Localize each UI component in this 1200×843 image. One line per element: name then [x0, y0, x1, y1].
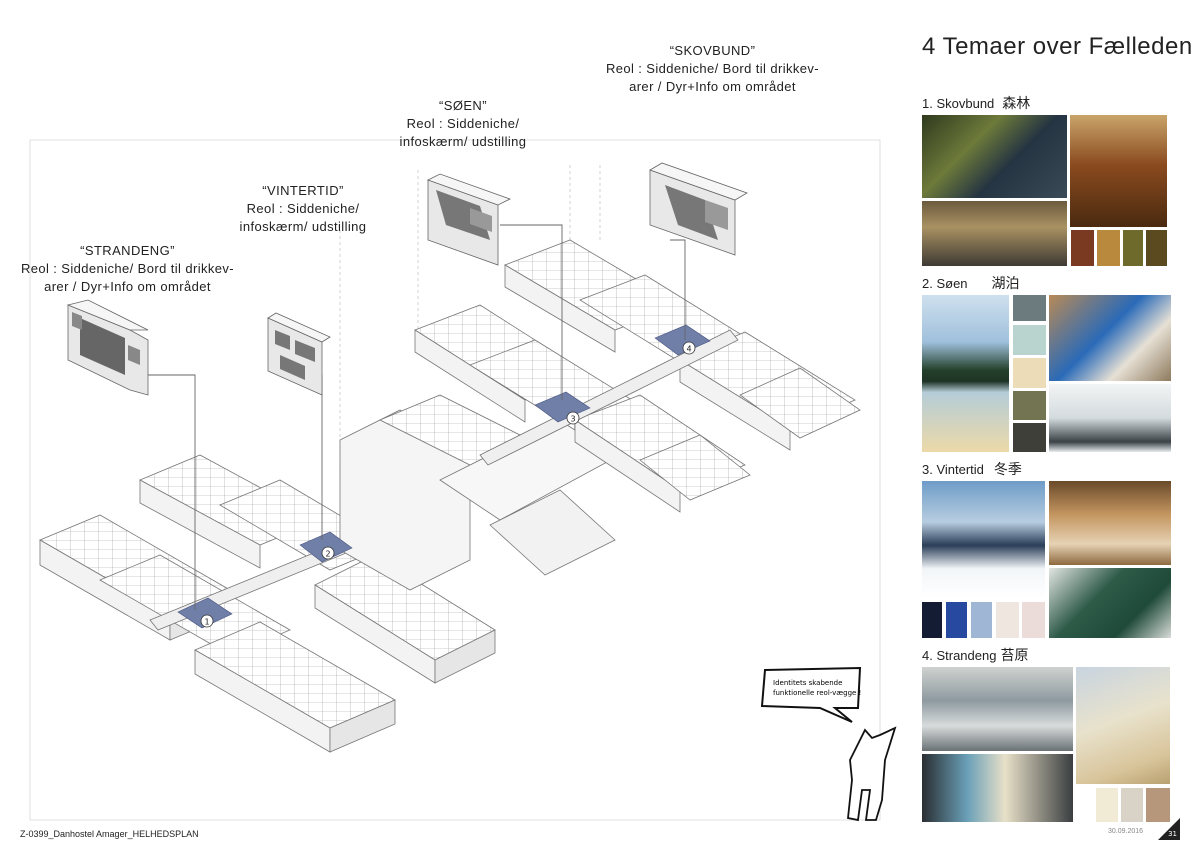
- footer-project-id: Z-0399_Danhostel Amager_HELHEDSPLAN: [20, 829, 199, 839]
- swatch-2-3: [1013, 358, 1046, 388]
- marker-2-label: 2: [325, 550, 330, 559]
- site-outline: [29, 139, 881, 821]
- marker-2: 2: [321, 546, 335, 560]
- theme-2-heading: 2. Søen 湖泊: [922, 273, 1020, 293]
- shelf-wall-strandeng: [66, 299, 149, 396]
- label-strandeng-line1: Reol : Siddeniche/ Bord til drikkev-: [20, 261, 235, 276]
- guide-lines: [339, 165, 601, 480]
- marker-4: 4: [682, 341, 696, 355]
- label-strandeng: “STRANDENG” Reol : Siddeniche/ Bord til …: [10, 242, 245, 296]
- swatch-4-3: [1146, 788, 1170, 822]
- theme-1-cn: 森林: [1002, 96, 1031, 112]
- photo-grass: [1076, 667, 1170, 784]
- photo-autumn-forest: [1070, 115, 1167, 227]
- panel-title: 4 Temaer over Fælleden: [922, 33, 1193, 60]
- speech-bubble: Identitets skabende funktionelle reol-væ…: [760, 666, 861, 723]
- theme-4-cn: 苔原: [1000, 648, 1029, 664]
- swatch-1-1: [1071, 230, 1094, 266]
- label-vintertid-line2: infoskærm/ udstilling: [239, 219, 367, 234]
- photo-lake: [922, 295, 1009, 452]
- footer-page-number: 31: [1168, 830, 1177, 838]
- swatch-3-5: [1022, 602, 1045, 638]
- label-soen-line1: Reol : Siddeniche/: [406, 116, 520, 131]
- swatch-1-3: [1123, 230, 1143, 266]
- swatch-4-1: [1096, 788, 1118, 822]
- swatch-3-3: [971, 602, 992, 638]
- bubble-line-2: funktionelle reol-vægge !: [773, 689, 861, 697]
- theme-1-label: 1. Skovbund: [922, 96, 995, 111]
- label-skovbund-name: “SKOVBUND”: [669, 43, 756, 58]
- theme-3-heading: 3. Vintertid 冬季: [922, 459, 1022, 479]
- figure-sketch: [847, 726, 897, 822]
- swatch-3-4: [996, 602, 1019, 638]
- label-skovbund-line1: Reol : Siddeniche/ Bord til drikkev-: [605, 61, 820, 76]
- theme-4-label: 4. Strandeng: [922, 648, 997, 663]
- bubble-line-1: Identitets skabende: [773, 679, 842, 687]
- label-skovbund-line2: arer / Dyr+Info om området: [629, 79, 796, 94]
- theme-2-label: 2. Søen: [922, 276, 968, 291]
- photo-seating-niche: [922, 201, 1067, 266]
- building-wings: [39, 239, 861, 753]
- marker-3: 3: [566, 411, 580, 425]
- swatch-1-2: [1097, 230, 1120, 266]
- photo-forest-exhibit: [922, 115, 1067, 198]
- theme-3-label: 3. Vintertid: [922, 462, 984, 477]
- swatch-2-4: [1013, 391, 1046, 420]
- swatch-2-2: [1013, 325, 1046, 355]
- shelf-wall-skovbund: [649, 162, 748, 256]
- label-vintertid-name: “VINTERTID”: [262, 183, 344, 198]
- theme-3-cn: 冬季: [993, 462, 1022, 478]
- marker-4-label: 4: [686, 345, 691, 354]
- swatch-2-5: [1013, 423, 1046, 452]
- swatch-2-1: [1013, 295, 1046, 321]
- marker-1: 1: [200, 614, 214, 628]
- label-strandeng-name: “STRANDENG”: [80, 243, 175, 258]
- photo-blue-interior: [1049, 295, 1171, 381]
- footer-date: 30.09.2016: [1108, 828, 1144, 835]
- swatch-3-2: [946, 602, 967, 638]
- shelf-wall-vintertid: [267, 312, 331, 396]
- theme-1-heading: 1. Skovbund 森林: [922, 93, 1030, 113]
- label-skovbund: “SKOVBUND” Reol : Siddeniche/ Bord til d…: [595, 42, 830, 96]
- zone-4: [654, 324, 711, 356]
- page-corner-mark: 31: [1158, 818, 1180, 840]
- label-soen-line2: infoskærm/ udstilling: [399, 134, 527, 149]
- swatch-1-4: [1146, 230, 1167, 266]
- theme-2-cn: 湖泊: [991, 276, 1020, 292]
- photo-winter-forest: [922, 481, 1045, 598]
- zone-1: [177, 597, 233, 629]
- label-soen-name: “SØEN”: [439, 98, 487, 113]
- photo-wood-library: [1049, 481, 1171, 565]
- photo-long-table: [922, 667, 1073, 751]
- marker-3-label: 3: [570, 415, 575, 424]
- shelf-wall-soen: [426, 173, 512, 266]
- marker-1-label: 1: [204, 618, 209, 627]
- photo-pattern-wall: [922, 754, 1073, 822]
- swatch-4-2: [1121, 788, 1143, 822]
- label-vintertid: “VINTERTID” Reol : Siddeniche/ infoskærm…: [218, 182, 388, 236]
- swatch-3-1: [922, 602, 942, 638]
- photo-green-room: [1049, 568, 1171, 638]
- label-vintertid-line1: Reol : Siddeniche/: [246, 201, 360, 216]
- zone-3: [534, 391, 591, 423]
- label-soen: “SØEN” Reol : Siddeniche/ infoskærm/ uds…: [378, 97, 548, 151]
- photo-cafe-interior: [1049, 384, 1171, 452]
- axonometric-plan-drawing: 1 2 3 4 Identitets skabende funktionelle…: [29, 139, 897, 822]
- label-strandeng-line2: arer / Dyr+Info om området: [44, 279, 211, 294]
